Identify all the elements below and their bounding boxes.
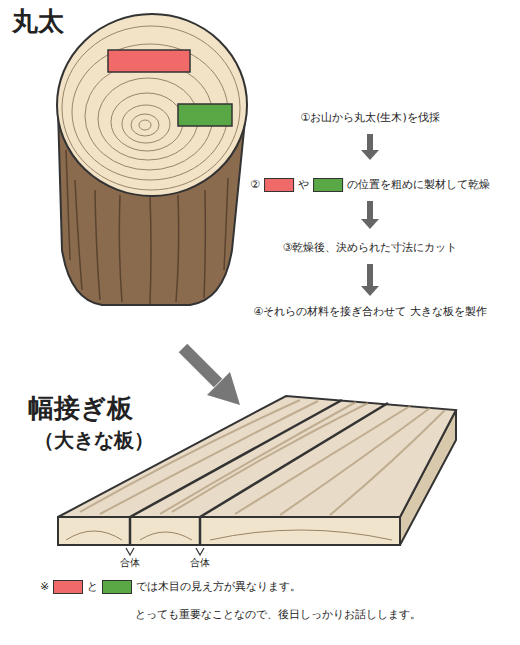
color-swatch (53, 580, 83, 594)
board-grain (80, 400, 445, 515)
label-text: とっても重要なことなので、後日しっかりお話しします。 (135, 608, 421, 622)
big-arrow-head (207, 372, 240, 405)
end-grain (66, 530, 392, 540)
label-text: 幅接ぎ板 (28, 392, 133, 425)
text-row: とっても重要なことなので、後日しっかりお話しします。 (135, 608, 421, 622)
board-joint (199, 517, 202, 545)
label-text: では木目の見え方が異なります。 (136, 580, 301, 594)
label-text: や (298, 178, 309, 192)
text-row: 幅接ぎ板 (28, 392, 133, 425)
label-text: （大きな板） (34, 428, 154, 453)
green-cut-position (178, 104, 232, 126)
big-arrow (183, 348, 218, 383)
joint-marker (126, 548, 134, 555)
growth-rings (62, 26, 240, 190)
label-text: 合体 (190, 557, 210, 570)
label-text: と (87, 580, 98, 594)
board-joint (200, 403, 388, 517)
color-swatch (264, 178, 294, 192)
label-text: ④それらの材料を接ぎ合わせて 大きな板を製作 (253, 305, 486, 319)
label-text: の位置を粗めに製材して乾燥 (347, 178, 490, 192)
step-arrows (361, 134, 379, 296)
text-row: （大きな板） (34, 428, 154, 453)
label-text: 合体 (120, 557, 140, 570)
log-end (57, 14, 247, 196)
title: 丸太 (12, 6, 64, 37)
label-text: ※ (40, 580, 49, 594)
text-row: ③乾燥後、決められた寸法にカット (283, 241, 458, 255)
text-row: ※ と では木目の見え方が異なります。 (40, 580, 301, 594)
text-row: ② や の位置を粗めに製材して乾燥 (250, 178, 490, 192)
label-text: ② (250, 178, 260, 192)
color-swatch (102, 580, 132, 594)
color-swatch (313, 178, 343, 192)
text-row: ④それらの材料を接ぎ合わせて 大きな板を製作 (253, 305, 486, 319)
joint-marker (196, 548, 204, 555)
text-row: ①お山から丸太(生木)を伐採 (300, 111, 439, 125)
board-joint (130, 400, 342, 517)
label-text: ①お山から丸太(生木)を伐採 (300, 111, 439, 125)
board-front (58, 517, 400, 545)
text-row: 合体 (120, 557, 140, 570)
board-joint (129, 517, 132, 545)
label-text: ③乾燥後、決められた寸法にカット (283, 241, 458, 255)
red-cut-position (108, 50, 190, 72)
text-row: 合体 (190, 557, 210, 570)
